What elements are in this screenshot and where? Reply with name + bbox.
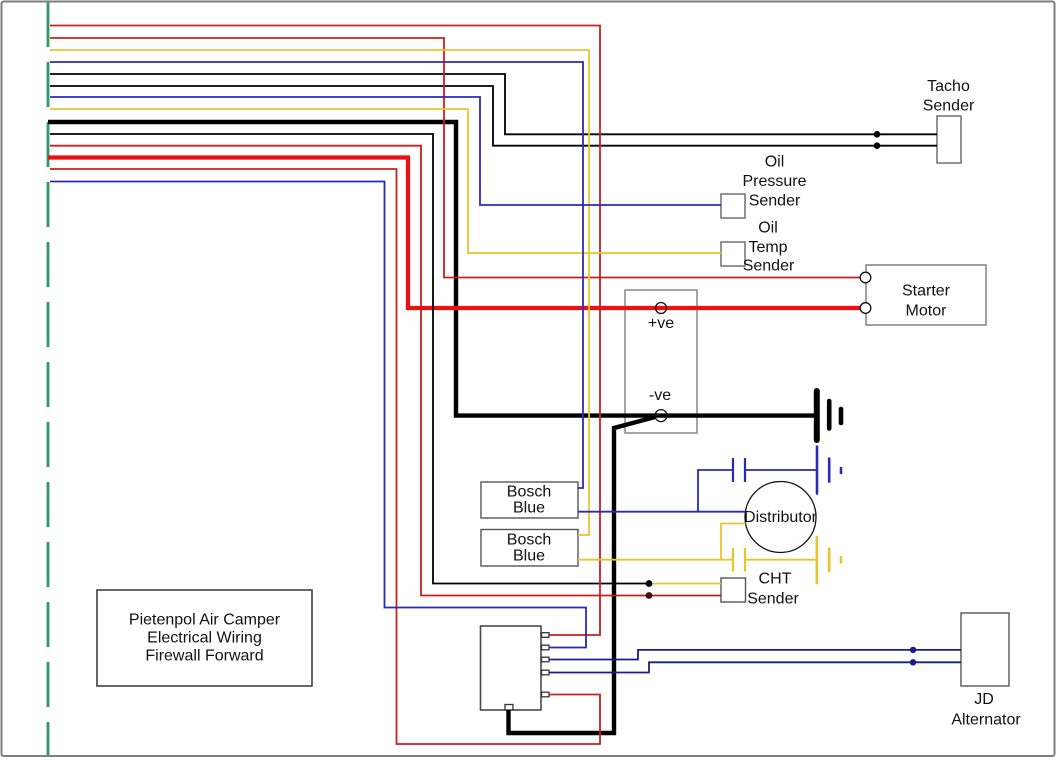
svg-text:Oil: Oil [758,220,778,237]
svg-text:Alternator: Alternator [951,712,1021,729]
svg-text:CHT: CHT [759,571,792,588]
svg-text:JD: JD [974,691,994,708]
svg-text:Electrical Wiring: Electrical Wiring [147,630,262,647]
svg-text:Blue: Blue [513,500,545,517]
svg-text:Bosch: Bosch [507,532,551,549]
svg-text:Distributor: Distributor [744,509,818,526]
svg-text:Firewall Forward: Firewall Forward [145,648,263,665]
svg-text:Blue: Blue [513,548,545,565]
svg-text:Pietenpol Air Camper: Pietenpol Air Camper [129,612,281,629]
svg-text:Motor: Motor [906,303,948,320]
svg-text:Tacho: Tacho [927,78,970,95]
svg-text:Temp: Temp [748,239,787,256]
svg-text:Starter: Starter [902,283,951,300]
svg-text:Bosch: Bosch [507,484,551,501]
svg-text:+ve: +ve [648,315,674,332]
svg-text:-ve: -ve [649,387,671,404]
svg-text:Pressure: Pressure [742,173,806,190]
svg-text:Oil: Oil [765,154,785,171]
svg-text:Sender: Sender [749,193,801,210]
svg-text:Sender: Sender [747,591,799,608]
svg-text:Sender: Sender [923,98,975,115]
svg-text:Sender: Sender [743,258,795,275]
